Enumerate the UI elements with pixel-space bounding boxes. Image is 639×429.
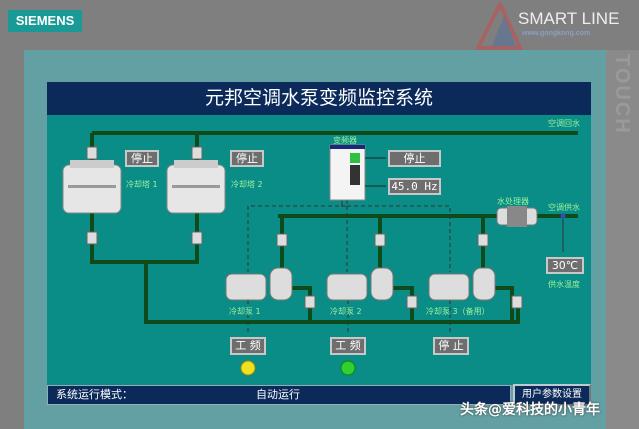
- cooling-tower-icon: [62, 160, 122, 214]
- pump3-label: 冷却泵 3（备用）: [426, 307, 490, 316]
- pump-icons: [225, 267, 496, 301]
- supply-water-label: 空调供水: [548, 203, 580, 212]
- tower2-status: 停止: [230, 150, 264, 167]
- return-water-label: 空调回水: [548, 119, 580, 128]
- inverter-icon: [329, 144, 366, 201]
- inverter-frequency: 45.0 Hz: [388, 178, 441, 195]
- touch-text: TOUCH: [611, 54, 633, 135]
- inverter-label: 变频器: [333, 136, 357, 145]
- pump3-status: 停 止: [433, 337, 469, 355]
- tower1-label: 冷却塔 1: [126, 180, 158, 189]
- watermark-url: www.gongkong.com: [522, 30, 591, 37]
- supply-temp-label: 供水温度: [548, 280, 580, 289]
- mode-bar: 系统运行模式： 自动运行: [47, 385, 511, 405]
- valve-icons: [86, 146, 523, 309]
- pump1-status-light: [240, 360, 256, 376]
- product-name: SMART LINE: [518, 9, 620, 28]
- pump2-label: 冷却泵 2: [330, 307, 362, 316]
- pump1-status: 工 频: [230, 337, 266, 355]
- inverter-status: 停止: [388, 150, 441, 167]
- page-title: 元邦空调水泵变频监控系统: [47, 82, 591, 115]
- cooling-tower-icon: [166, 160, 226, 214]
- water-treatment-icon: [496, 206, 538, 227]
- tower1-status: 停止: [125, 150, 159, 167]
- user-settings-button[interactable]: 用户参数设置: [513, 384, 591, 406]
- mode-label: 系统运行模式：: [56, 388, 133, 401]
- touch-side-label: TOUCH: [606, 50, 639, 429]
- pump1-label: 冷却泵 1: [229, 307, 261, 316]
- overlay-watermark: 头条@爱科技的小青年: [460, 402, 600, 418]
- watermark-logo-icon: [474, 2, 524, 50]
- pump2-status: 工 频: [330, 337, 366, 355]
- pump2-status-light: [340, 360, 356, 376]
- water-treatment-label: 水处理器: [497, 197, 529, 206]
- siemens-logo: SIEMENS: [8, 10, 82, 32]
- tower2-label: 冷却塔 2: [231, 180, 263, 189]
- supply-temp-value: 30℃: [546, 257, 584, 274]
- mode-value: 自动运行: [256, 388, 300, 401]
